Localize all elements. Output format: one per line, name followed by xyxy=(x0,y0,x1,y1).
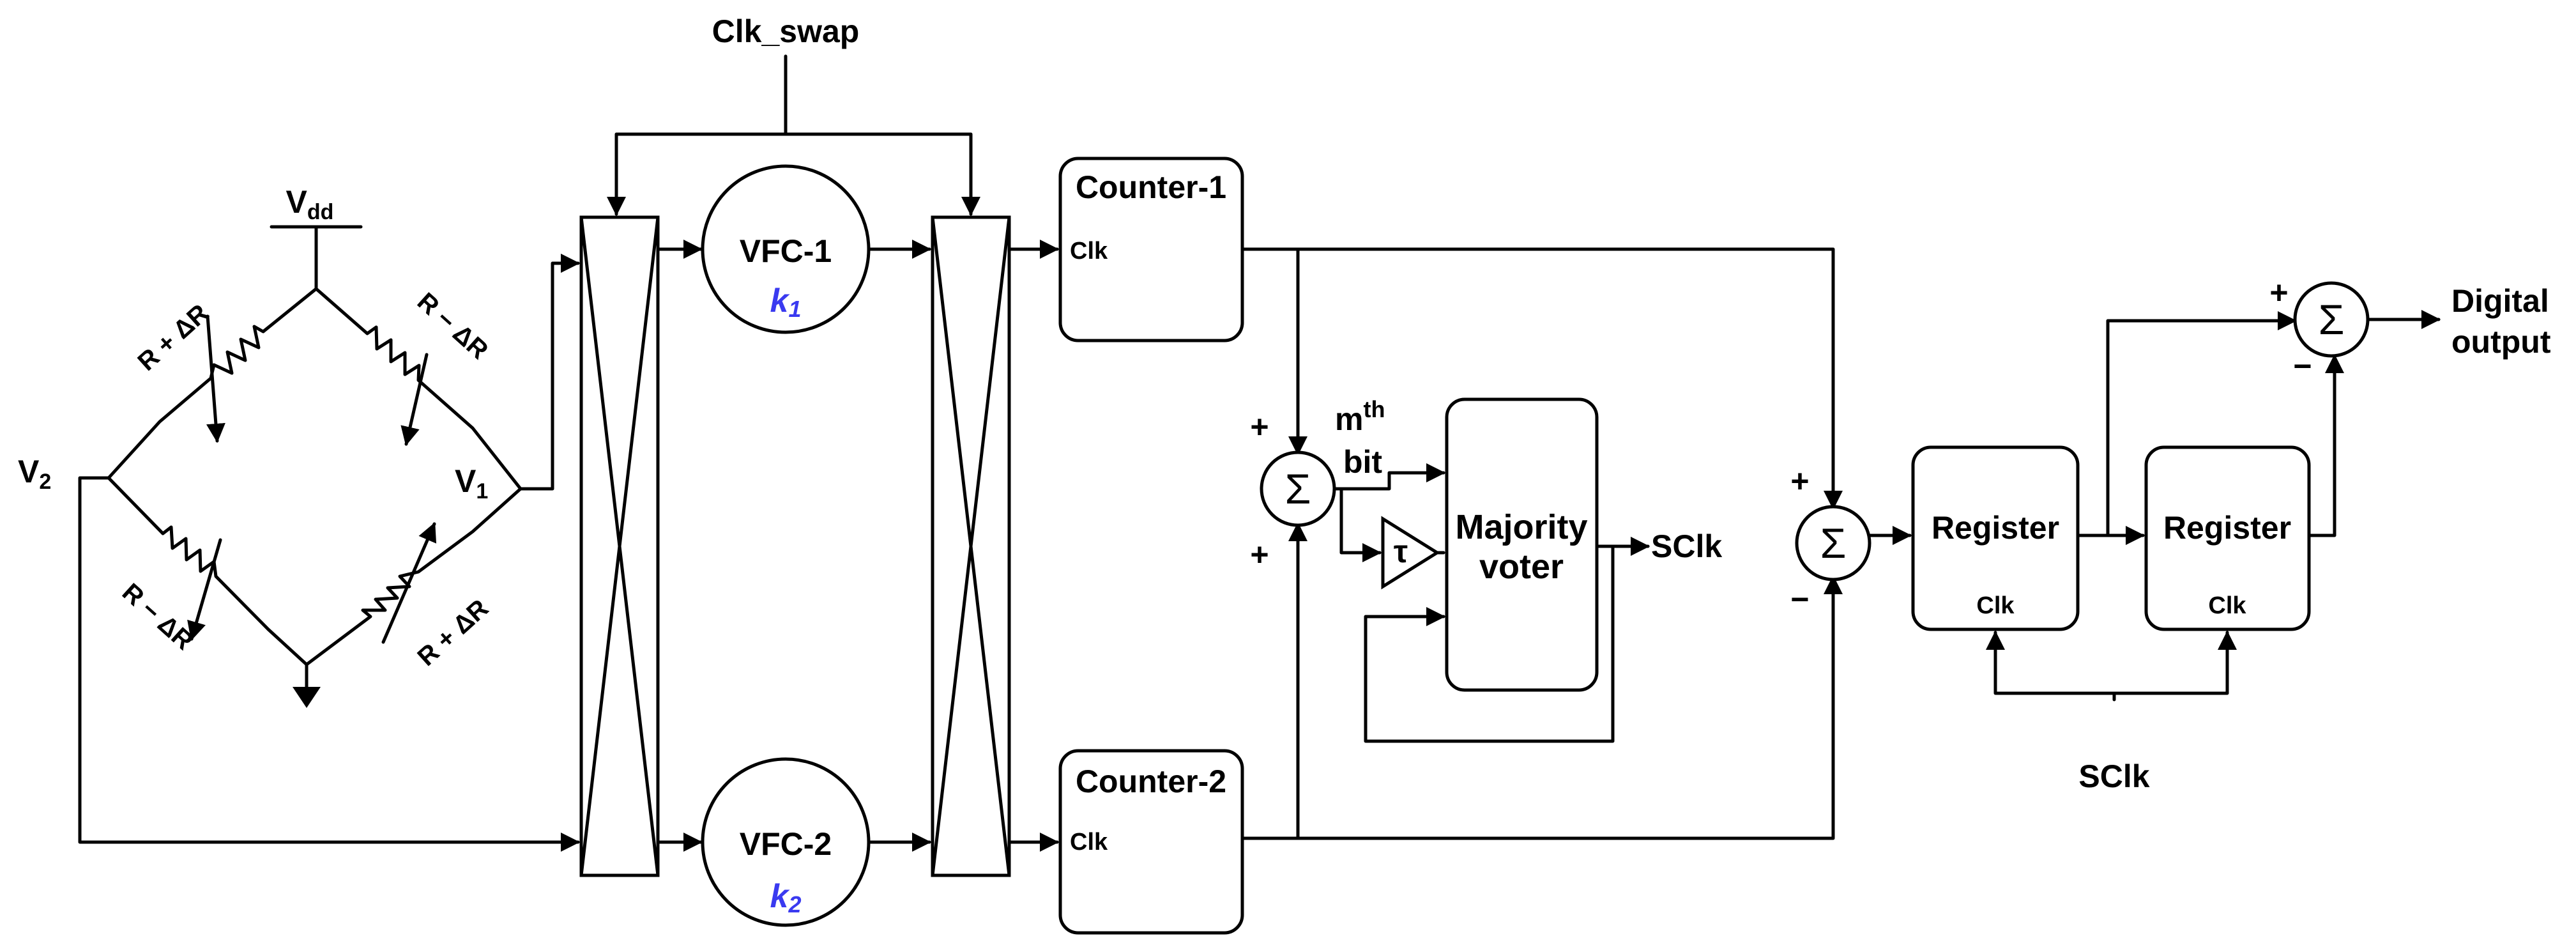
resistor-top-right xyxy=(314,287,522,491)
summer2-plus: + xyxy=(1790,463,1809,499)
vfc-1: VFC-1 k1 xyxy=(701,164,871,334)
register-2: Register Clk xyxy=(2144,445,2311,631)
counter2-clk-label: Clk xyxy=(1070,829,1108,856)
summer2-minus: − xyxy=(1790,581,1809,617)
summer-2: Σ + − xyxy=(1790,463,1871,617)
r-top-left-label: R + ΔR xyxy=(132,299,214,376)
mth-bit-wire xyxy=(1332,463,1445,491)
voter-feedback-wire xyxy=(1364,544,1615,743)
clk-swap-wire-right xyxy=(784,132,980,216)
majority-label: Majority xyxy=(1455,508,1587,546)
counter1-out-wire xyxy=(1240,247,1843,510)
clk-swap-label: Clk_swap xyxy=(712,13,860,49)
counter-1: Counter-1 Clk xyxy=(1058,157,1244,342)
vfc1-label: VFC-1 xyxy=(740,233,832,269)
counter1-label: Counter-1 xyxy=(1076,169,1226,205)
summer1-plus-bottom: + xyxy=(1250,537,1269,572)
r-top-right-label: R − ΔR xyxy=(412,288,494,365)
register-1: Register Clk xyxy=(1911,445,2080,631)
ground-icon xyxy=(293,687,321,708)
resistor-top-left xyxy=(107,287,318,480)
summer3-minus: − xyxy=(2293,348,2312,384)
arrow-bottom-right-icon xyxy=(381,522,437,644)
summer-1: Σ + + xyxy=(1250,409,1336,572)
r-bottom-right-label: R + ΔR xyxy=(412,594,494,672)
majority-voter: Majority voter xyxy=(1445,397,1599,692)
counter2-label: Counter-2 xyxy=(1076,764,1226,799)
v1-wire xyxy=(519,254,580,491)
register2-out-wire xyxy=(2307,354,2344,537)
register1-clk-label: Clk xyxy=(1976,592,2015,619)
bit-label: bit xyxy=(1343,444,1382,480)
summer3-symbol: Σ xyxy=(2319,296,2345,343)
summer1-symbol: Σ xyxy=(1285,465,1311,512)
mth-label: mth xyxy=(1335,396,1385,437)
resistor-bottom-left xyxy=(107,476,309,666)
arrow-bottom-left-icon xyxy=(187,538,222,641)
digital-output-label-2: output xyxy=(2451,324,2551,360)
v2-label: V2 xyxy=(18,454,51,494)
vfc-2: VFC-2 k2 xyxy=(701,757,871,927)
arrow-top-right-icon xyxy=(400,353,429,446)
r-bottom-left-label: R − ΔR xyxy=(117,578,199,656)
summer3-plus: + xyxy=(2269,275,2288,311)
sclk-register-wire xyxy=(1986,631,2116,702)
vfc1-gain: k1 xyxy=(770,282,802,322)
v1-label: V1 xyxy=(455,463,488,503)
input-swap-switch xyxy=(579,215,660,877)
arrow-top-left-icon xyxy=(206,314,225,443)
summer1-plus-top: + xyxy=(1250,409,1269,445)
output-swap-switch xyxy=(931,215,1011,877)
counter-2: Counter-2 Clk xyxy=(1058,749,1244,935)
digital-output-label-1: Digital xyxy=(2451,283,2549,319)
register2-clk-label: Clk xyxy=(2208,592,2246,619)
register2-label: Register xyxy=(2163,510,2291,546)
vfc2-label: VFC-2 xyxy=(740,826,832,862)
counter2-out-wire xyxy=(1240,575,1843,840)
sclk-registers-label: SClk xyxy=(2078,758,2149,794)
sclk-register-wire-right xyxy=(2112,631,2237,695)
wheatstone-bridge: Vdd V1 V2 R + ΔR R − ΔR R − ΔR R + ΔR xyxy=(18,184,522,708)
sclk-voter-label: SClk xyxy=(1651,528,1722,564)
register1-label: Register xyxy=(1932,510,2059,546)
register1-tap-wire xyxy=(2106,311,2297,537)
resistor-bottom-right xyxy=(305,487,522,666)
summer2-symbol: Σ xyxy=(1820,519,1847,567)
vdd-label: Vdd xyxy=(286,184,334,224)
v2-wire xyxy=(78,476,580,852)
delay-in-wire xyxy=(1339,487,1382,562)
delay-symbol: τ xyxy=(1394,534,1408,569)
vfc2-gain: k2 xyxy=(770,878,802,918)
voter-label: voter xyxy=(1479,548,1564,586)
summer-3: Σ + − xyxy=(2269,275,2370,384)
counter1-clk-label: Clk xyxy=(1070,238,1108,265)
delay-element: τ xyxy=(1381,516,1440,590)
clk-swap-wire xyxy=(607,54,788,216)
